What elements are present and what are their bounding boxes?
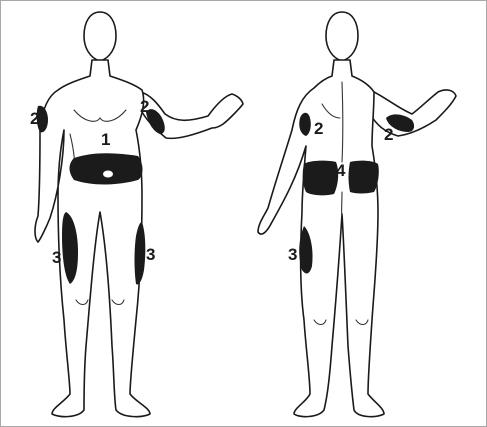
back-figure [258,12,456,417]
front-body [35,60,150,417]
site-label-abdomen: 1 [101,130,110,149]
navel-icon [103,171,113,178]
front-head [84,12,116,61]
site-label-back-arm-left: 2 [314,119,323,138]
back-body [258,60,384,417]
site-label-front-arm-right: 2 [140,97,149,116]
site-label-front-thigh-left: 3 [52,248,61,267]
zone-buttocks-right [349,161,379,194]
site-label-front-thigh-right: 3 [146,245,155,264]
zone-abdomen [70,153,143,184]
zone-buttocks-left [303,161,338,196]
front-figure [35,12,243,417]
site-label-back-arm-right: 2 [384,125,393,144]
site-label-back-thigh: 3 [288,245,297,264]
site-label-front-arm-left: 2 [30,109,39,128]
site-label-buttocks: 4 [336,161,346,180]
back-head [326,12,358,61]
